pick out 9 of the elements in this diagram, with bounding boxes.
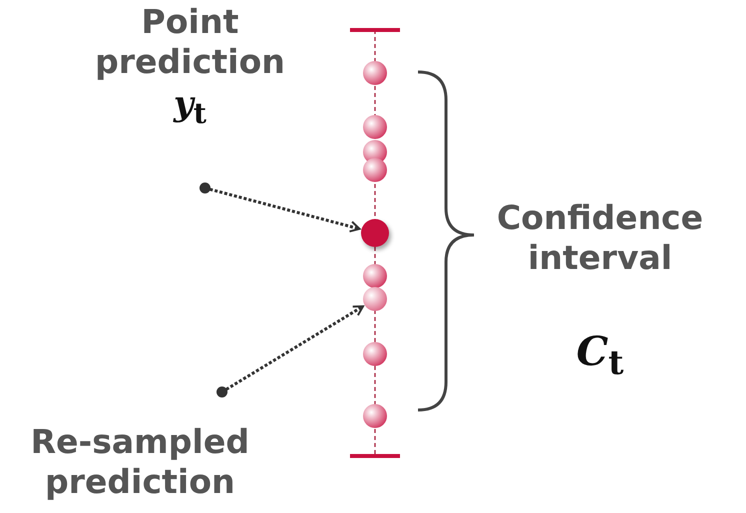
- caption-text: Confidence interval: [496, 198, 704, 278]
- caption-text: Point prediction: [94, 2, 286, 82]
- leader-arrow: [200, 182, 361, 232]
- math-symbol: y$_{t}$: [172, 83, 208, 132]
- math-symbol: C$_{t}$: [575, 330, 625, 384]
- point-prediction-dot: [361, 219, 389, 247]
- sample-dot: [363, 287, 387, 311]
- leader-arrow: [216, 304, 364, 398]
- caption-text: Re-sampled prediction: [30, 422, 250, 502]
